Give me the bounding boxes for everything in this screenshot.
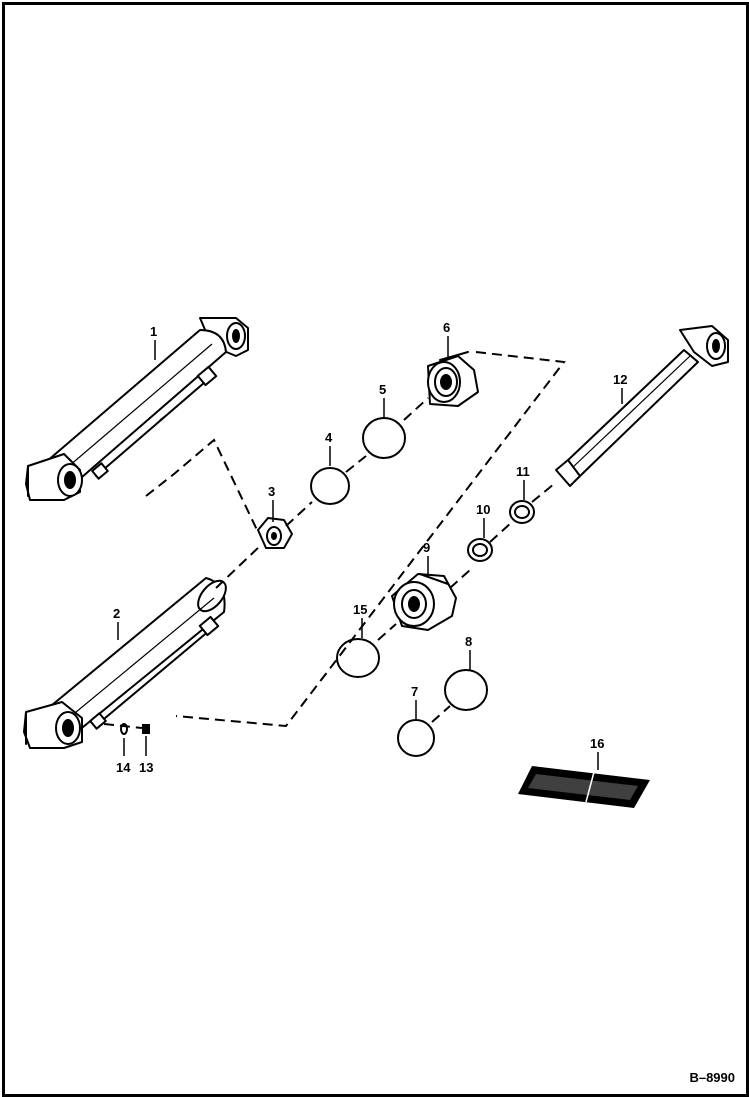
callout-1: 1 <box>150 324 157 339</box>
callout-7: 7 <box>411 684 418 699</box>
seal-4 <box>310 467 350 505</box>
seal-5 <box>362 417 406 459</box>
callout-4: 4 <box>325 430 333 445</box>
leader-lines <box>117 336 623 770</box>
seal-8 <box>444 669 488 711</box>
callout-10: 10 <box>476 502 490 517</box>
callout-8: 8 <box>465 634 472 649</box>
callout-15: 15 <box>353 602 367 617</box>
piston-rod <box>555 325 729 487</box>
callout-6: 6 <box>443 320 450 335</box>
piston <box>427 351 479 407</box>
lock-nut <box>257 517 293 549</box>
decal <box>518 766 650 808</box>
callout-2: 2 <box>113 606 120 621</box>
callout-3: 3 <box>268 484 275 499</box>
figure-reference: B–8990 <box>689 1070 735 1085</box>
seal-7 <box>397 719 435 757</box>
callout-12: 12 <box>613 372 627 387</box>
callout-14: 14 <box>116 760 131 775</box>
callout-9: 9 <box>423 540 430 555</box>
callout-5: 5 <box>379 382 386 397</box>
callout-16: 16 <box>590 736 604 751</box>
cylinder-assembly-upper <box>25 317 249 501</box>
cylinder-head <box>391 573 457 631</box>
callout-13: 13 <box>139 760 153 775</box>
seal-15 <box>336 638 380 678</box>
callout-11: 11 <box>516 464 530 479</box>
assembly-path <box>103 351 566 729</box>
plug <box>142 724 150 734</box>
cylinder-barrel <box>23 577 227 749</box>
